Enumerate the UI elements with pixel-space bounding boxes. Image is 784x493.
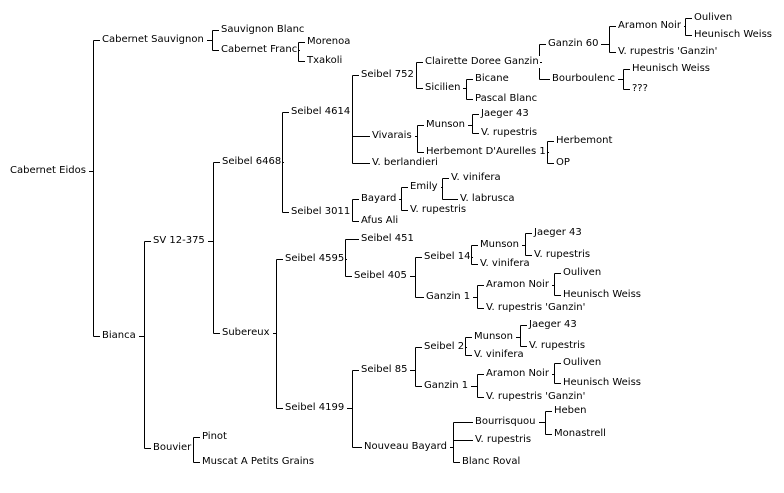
node-herbemont-d-aurelles-1: Herbemont D'Aurelles 1 bbox=[425, 146, 547, 158]
node-aramon-noir: Aramon Noir bbox=[485, 368, 550, 380]
node-v-vinifera: V. vinifera bbox=[479, 258, 531, 270]
node-heben: Heben bbox=[553, 405, 588, 417]
node-monastrell: Monastrell bbox=[553, 428, 607, 440]
node-seibel-14: Seibel 14 bbox=[423, 251, 472, 263]
node-afus-ali: Afus Ali bbox=[360, 215, 400, 227]
node-munson: Munson bbox=[473, 331, 514, 343]
node-seibel-4199: Seibel 4199 bbox=[284, 402, 346, 414]
node-munson: Munson bbox=[425, 119, 466, 131]
node-ouliven: Ouliven bbox=[693, 12, 734, 24]
node-seibel-4595: Seibel 4595 bbox=[284, 253, 346, 265]
node-sv-12-375: SV 12-375 bbox=[152, 235, 206, 247]
node-v-rupestris-ganzin: V. rupestris 'Ganzin' bbox=[617, 46, 719, 58]
node-heunisch-weiss: Heunisch Weiss bbox=[693, 29, 774, 41]
node-vivarais: Vivarais bbox=[371, 130, 413, 142]
node-cabernet-franc: Cabernet Franc bbox=[220, 44, 299, 56]
node-v-rupestris: V. rupestris bbox=[409, 204, 468, 216]
node-sauvignon-blanc: Sauvignon Blanc bbox=[220, 24, 306, 36]
node-pascal-blanc: Pascal Blanc bbox=[474, 93, 539, 105]
node-herbemont: Herbemont bbox=[555, 135, 614, 147]
node-v-vinifera: V. vinifera bbox=[473, 349, 525, 361]
node-ganzin-60: Ganzin 60 bbox=[547, 38, 600, 50]
node-seibel-6468: Seibel 6468 bbox=[221, 156, 283, 168]
node-munson: Munson bbox=[479, 239, 520, 251]
node-emily: Emily bbox=[409, 181, 439, 193]
node-ouliven: Ouliven bbox=[562, 267, 603, 279]
node-v-vinifera: V. vinifera bbox=[450, 172, 502, 184]
node-v-berlandieri: V. berlandieri bbox=[371, 157, 439, 169]
node-bayard: Bayard bbox=[360, 193, 398, 205]
node-op: OP bbox=[555, 157, 571, 169]
node-seibel-405: Seibel 405 bbox=[353, 270, 408, 282]
node-clairette-doree-ganzin: Clairette Doree Ganzin bbox=[424, 56, 540, 68]
node-seibel-2: Seibel 2 bbox=[423, 341, 466, 353]
node-heunisch-weiss: Heunisch Weiss bbox=[631, 63, 712, 75]
node-blanc-roval: Blanc Roval bbox=[461, 456, 522, 468]
node-jaeger-43: Jaeger 43 bbox=[528, 319, 578, 331]
node-v-rupestris-ganzin: V. rupestris 'Ganzin' bbox=[485, 302, 587, 314]
node-heunisch-weiss: Heunisch Weiss bbox=[562, 289, 643, 301]
node-cabernet-sauvignon: Cabernet Sauvignon bbox=[101, 34, 205, 46]
node-bouvier: Bouvier bbox=[152, 442, 193, 454]
node-cabernet-eidos: Cabernet Eidos bbox=[9, 165, 87, 177]
node-muscat-a-petits-grains: Muscat A Petits Grains bbox=[201, 456, 316, 468]
node-bicane: Bicane bbox=[474, 73, 510, 85]
node-seibel-451: Seibel 451 bbox=[360, 233, 415, 245]
node-pinot: Pinot bbox=[201, 431, 228, 443]
node-bourboulenc: Bourboulenc bbox=[551, 73, 616, 85]
node-v-rupestris-ganzin: V. rupestris 'Ganzin' bbox=[485, 391, 587, 403]
node-seibel-3011: Seibel 3011 bbox=[290, 206, 352, 218]
node-v-rupestris: V. rupestris bbox=[533, 249, 592, 261]
node-v-rupestris: V. rupestris bbox=[474, 434, 533, 446]
node-nouveau-bayard: Nouveau Bayard bbox=[363, 441, 448, 453]
node-bourrisquou: Bourrisquou bbox=[474, 416, 537, 428]
node-morenoa: Morenoa bbox=[306, 36, 352, 48]
node-ganzin-1: Ganzin 1 bbox=[423, 380, 470, 392]
node-jaeger-43: Jaeger 43 bbox=[533, 227, 583, 239]
node-bianca: Bianca bbox=[101, 330, 137, 342]
node-aramon-noir: Aramon Noir bbox=[485, 279, 550, 291]
node-seibel-752: Seibel 752 bbox=[360, 69, 415, 81]
node-v-labrusca: V. labrusca bbox=[459, 193, 516, 205]
node-sicilien: Sicilien bbox=[424, 82, 462, 94]
node-v-rupestris: V. rupestris bbox=[480, 127, 539, 139]
node-subereux: Subereux bbox=[221, 327, 271, 339]
node-ouliven: Ouliven bbox=[562, 357, 603, 369]
node-txakoli: Txakoli bbox=[306, 55, 344, 67]
node-v-rupestris: V. rupestris bbox=[528, 340, 587, 352]
node-heunisch-weiss: Heunisch Weiss bbox=[562, 377, 643, 389]
node-seibel-85: Seibel 85 bbox=[360, 364, 409, 376]
node-jaeger-43: Jaeger 43 bbox=[480, 108, 530, 120]
node-aramon-noir: Aramon Noir bbox=[617, 20, 682, 32]
node-seibel-4614: Seibel 4614 bbox=[290, 106, 352, 118]
node-: ??? bbox=[631, 83, 649, 95]
node-ganzin-1: Ganzin 1 bbox=[425, 291, 472, 303]
